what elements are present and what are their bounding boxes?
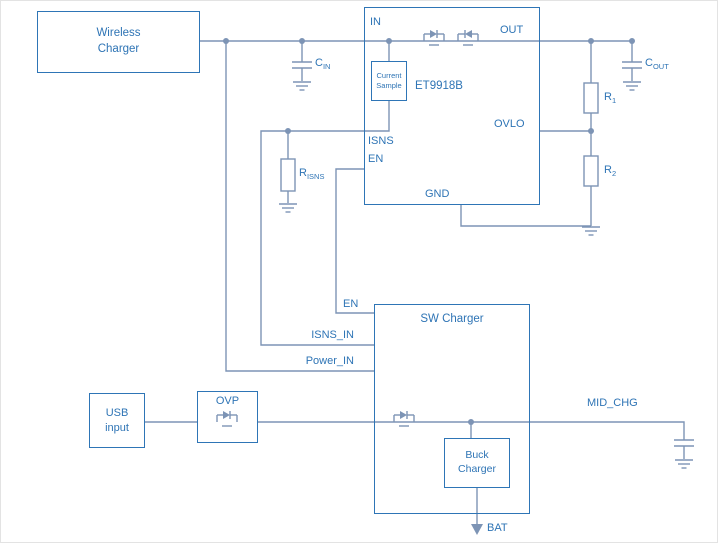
junction-dots (223, 38, 635, 425)
ovp-label: OVP (215, 395, 240, 407)
current-sample-label-line1: Current (376, 71, 402, 81)
junction-dot (629, 38, 635, 44)
ic-pin-label-out: OUT (500, 24, 524, 36)
r1-label-symbol: R (604, 91, 612, 103)
risns-label: RISNS (299, 167, 324, 182)
cin-label-subscript: IN (322, 62, 331, 72)
wire-top-rail (200, 40, 632, 61)
r2-label-symbol: R (604, 164, 612, 176)
wire-isns (260, 101, 390, 346)
buck-charger-label-line1: Buck (465, 449, 489, 462)
ground-icon (581, 226, 601, 236)
cout-label-subscript: OUT (652, 62, 669, 72)
ground-icon (622, 81, 642, 91)
sw-pin-label-power-in: Power_IN (305, 355, 354, 367)
r1-resistor (583, 41, 599, 114)
ic-part-number: ET9918B (415, 80, 463, 92)
r2-label: R2 (604, 164, 616, 179)
wireless-charger-block: Wireless Charger (37, 11, 200, 73)
sw-charger-title: SW Charger (420, 313, 484, 325)
r1-label: R1 (604, 91, 616, 106)
sw-charger-block-outline (374, 304, 530, 514)
ic-pin-label-in: IN (370, 16, 381, 28)
usb-input-label-line2: input (105, 421, 129, 434)
wire-gnd (460, 205, 601, 236)
junction-dot (588, 38, 594, 44)
net-label-mid-chg: MID_CHG (587, 397, 638, 409)
wireless-charger-label-line1: Wireless (96, 27, 141, 40)
current-sample-label-line2: Sample (376, 81, 402, 90)
ic-pin-label-gnd: GND (425, 188, 450, 200)
sw-pin-label-isns-in: ISNS_IN (311, 329, 354, 341)
ground-icon (674, 459, 694, 469)
cin-label-symbol: C (315, 57, 323, 69)
r1-label-subscript: 1 (611, 96, 617, 106)
ic-block-outline (364, 7, 540, 205)
risns-label-subscript: ISNS (306, 172, 325, 182)
bat-arrow-icon (471, 524, 483, 535)
junction-dot (223, 38, 229, 44)
ic-pin-label-isns: ISNS (368, 135, 394, 147)
output-capacitor (674, 439, 694, 469)
ovp-block-outline (197, 391, 258, 443)
junction-dot (299, 38, 305, 44)
junction-dot (285, 128, 291, 134)
junction-dot (588, 128, 594, 134)
cin-capacitor (292, 41, 312, 91)
wireless-charger-label-line2: Charger (97, 43, 140, 55)
cout-label: COUT (645, 57, 669, 72)
cout-capacitor (622, 41, 642, 91)
r2-label-subscript: 2 (611, 169, 617, 179)
wire-bat (471, 488, 483, 535)
ground-icon (278, 203, 298, 213)
wire-mid-chg (530, 421, 685, 440)
ic-pin-label-ovlo: OVLO (494, 118, 525, 130)
risns-resistor (278, 131, 298, 213)
cin-label: CIN (315, 57, 330, 72)
junction-dot (386, 38, 392, 44)
buck-charger-label-line2: Charger (458, 463, 496, 475)
r2-resistor (583, 155, 599, 226)
ic-pin-label-en: EN (368, 153, 384, 165)
ground-icon (292, 81, 312, 91)
wire-power-in (225, 41, 374, 372)
junction-dot (468, 419, 474, 425)
buck-charger-block: Buck Charger (444, 438, 510, 488)
current-sample-block: Current Sample (371, 61, 407, 101)
net-label-bat: BAT (487, 522, 508, 534)
wire-usb-path (145, 421, 530, 438)
risns-label-symbol: R (299, 167, 307, 179)
wire-ovlo (540, 113, 592, 156)
usb-input-label-line1: USB (105, 407, 129, 420)
wire-en (335, 168, 374, 314)
usb-input-block: USB input (89, 393, 145, 448)
cout-label-symbol: C (645, 57, 653, 69)
sw-pin-label-en: EN (343, 298, 359, 310)
